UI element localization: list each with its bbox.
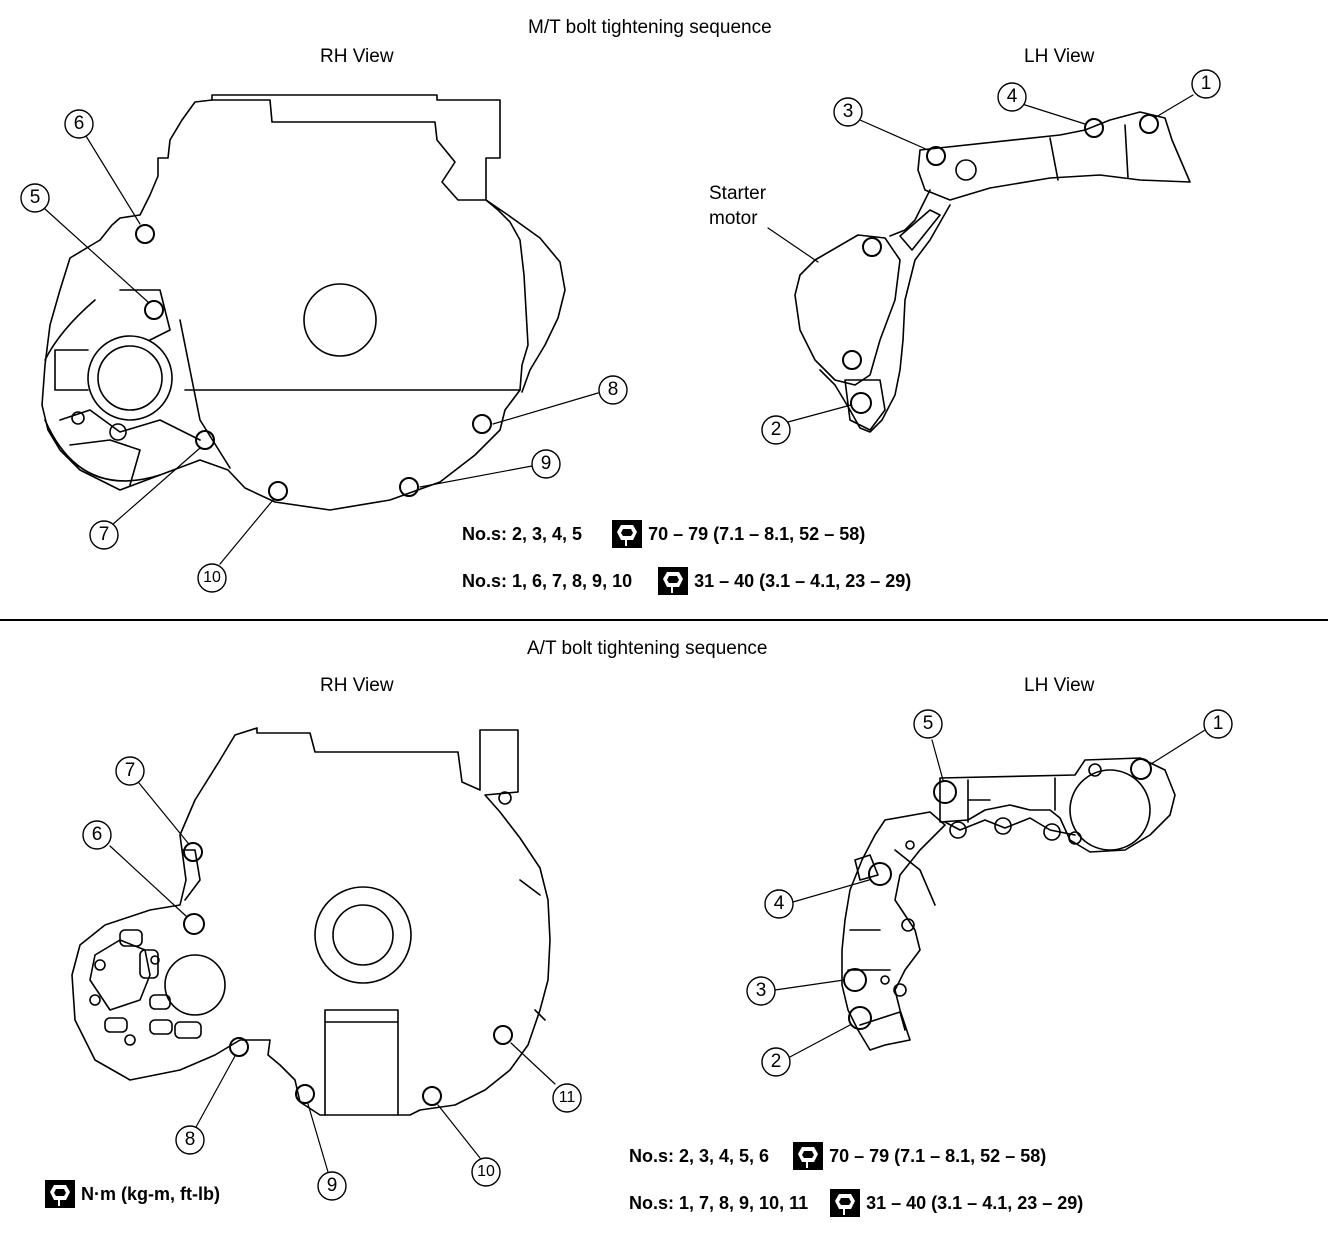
at-section-title: A/T bolt tightening sequence (527, 638, 768, 659)
torque-wrench-icon (45, 1180, 75, 1208)
at-spec2-torque-value: 31 – 40 (3.1 – 4.1, 23 – 29) (866, 1192, 1084, 1213)
mt-spec-row-2: No.s: 1, 6, 7, 8, 9, 10 31 – 40 (3.1 – 4… (462, 567, 911, 595)
at-lh-callout-2: 2 (770, 1051, 782, 1072)
mt-lh-callout-2: 2 (770, 419, 782, 440)
mt-rh-callout-10: 10 (203, 569, 221, 586)
mt-spec2-torque-value: 31 – 40 (3.1 – 4.1, 23 – 29) (694, 570, 912, 591)
mt-lh-bolts (842, 114, 1159, 414)
mt-spec-row-1: No.s: 2, 3, 4, 5 70 – 79 (7.1 – 8.1, 52 … (462, 520, 865, 548)
at-spec-row-1: No.s: 2, 3, 4, 5, 6 70 – 79 (7.1 – 8.1, … (629, 1142, 1046, 1170)
mt-lh-callout-4: 4 (1006, 86, 1018, 107)
at-rh-callout-8: 8 (184, 1129, 196, 1150)
unit-legend: N·m (kg-m, ft-lb) (45, 1180, 220, 1208)
at-spec2-bolt-list: No.s: 1, 7, 8, 9, 10, 11 (629, 1192, 809, 1213)
mt-lh-bracket (794, 111, 1191, 433)
at-rh-callout-9: 9 (326, 1175, 338, 1196)
mt-rh-callout-8: 8 (607, 379, 619, 400)
at-rh-leaders (109, 782, 556, 1173)
torque-wrench-icon (658, 567, 689, 595)
mt-lh-callout-1: 1 (1200, 73, 1212, 94)
mt-spec1-torque-value: 70 – 79 (7.1 – 8.1, 52 – 58) (648, 523, 866, 544)
at-rh-callout-6: 6 (91, 824, 103, 845)
unit-legend-text: N·m (kg-m, ft-lb) (81, 1183, 220, 1204)
at-lh-callout-4: 4 (773, 893, 785, 914)
at-spec1-bolt-list: No.s: 2, 3, 4, 5, 6 (629, 1145, 770, 1166)
at-rh-callout-7: 7 (124, 760, 136, 781)
starter-motor-label-line1: Starter (709, 183, 767, 204)
mt-lh-callout-3: 3 (842, 101, 854, 122)
at-rh-callout-10: 10 (477, 1163, 495, 1180)
mt-spec2-bolt-list: No.s: 1, 6, 7, 8, 9, 10 (462, 570, 633, 591)
mt-section-title: M/T bolt tightening sequence (528, 17, 772, 38)
at-spec1-torque-value: 70 – 79 (7.1 – 8.1, 52 – 58) (829, 1145, 1047, 1166)
at-lh-view-label: LH View (1024, 675, 1095, 696)
at-lh-bracket (841, 757, 1176, 1051)
section-divider (0, 619, 1328, 621)
torque-wrench-icon (830, 1189, 861, 1217)
at-rh-housing (71, 727, 551, 1116)
torque-wrench-icon (612, 520, 643, 548)
starter-motor-label-line2: motor (709, 208, 758, 229)
at-lh-leaders (774, 729, 1206, 1059)
at-rh-view-label: RH View (320, 675, 394, 696)
at-lh-callout-1: 1 (1212, 713, 1224, 734)
mt-rh-callout-5: 5 (29, 187, 41, 208)
at-rh-callout-11: 11 (558, 1089, 576, 1106)
at-lh-callout-3: 3 (755, 980, 767, 1001)
callout-circles (20, 69, 1233, 1201)
at-lh-callout-5: 5 (922, 713, 934, 734)
mt-rh-bolts (135, 224, 492, 501)
mt-rh-callout-7: 7 (98, 524, 110, 545)
at-lh-bolts (843, 758, 1152, 1030)
mt-lh-view-label: LH View (1024, 46, 1095, 67)
mt-rh-leaders (44, 135, 599, 565)
at-spec-row-2: No.s: 1, 7, 8, 9, 10, 11 31 – 40 (3.1 – … (629, 1189, 1083, 1217)
mt-rh-callout-6: 6 (73, 113, 85, 134)
at-rh-bolts (183, 842, 513, 1106)
mt-spec1-bolt-list: No.s: 2, 3, 4, 5 (462, 523, 583, 544)
mt-rh-view-label: RH View (320, 46, 394, 67)
mt-rh-housing (41, 94, 566, 511)
mt-lh-leaders (767, 94, 1194, 423)
mt-rh-callout-9: 9 (540, 453, 552, 474)
torque-wrench-icon (793, 1142, 824, 1170)
